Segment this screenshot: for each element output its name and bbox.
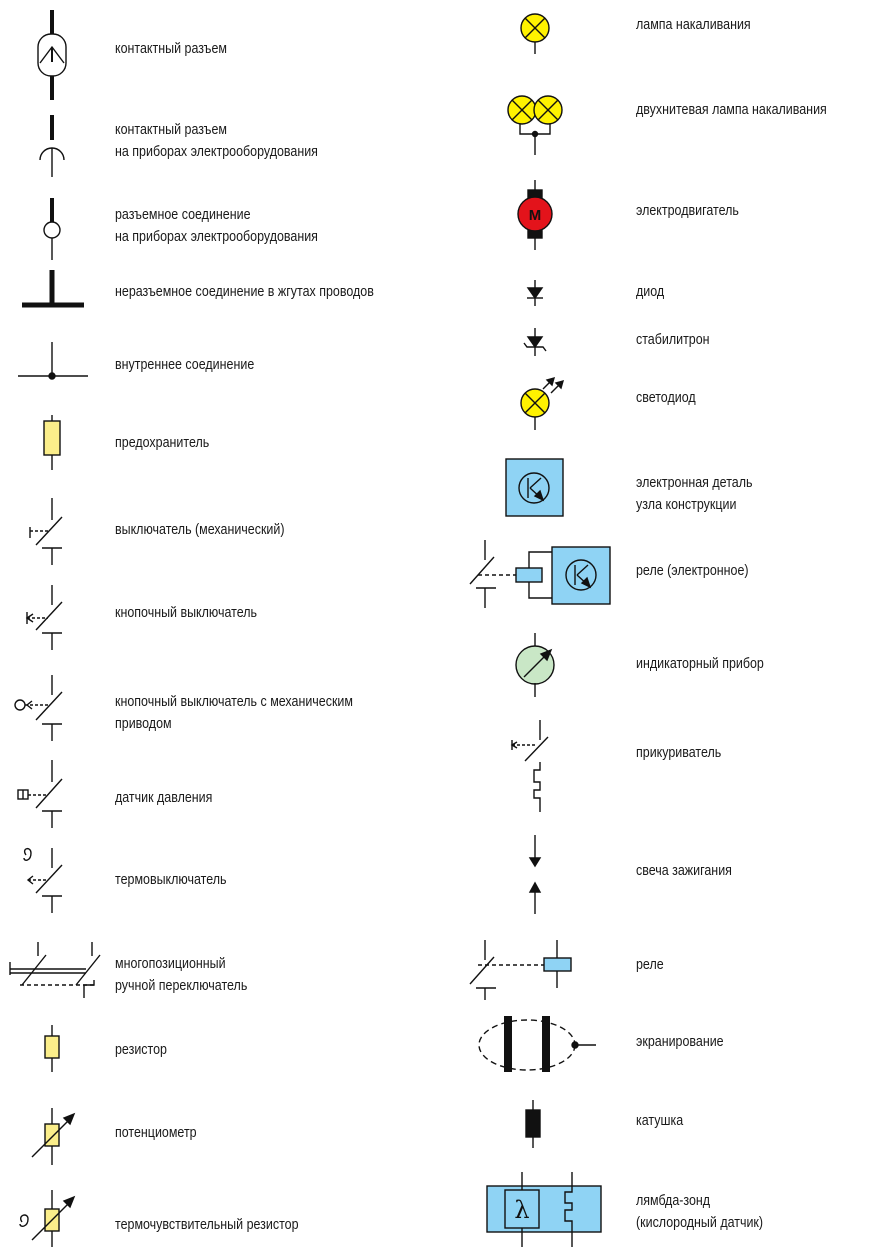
label-line: стабилитрон bbox=[636, 332, 710, 348]
label-mechanical-switch: выключатель (механический) bbox=[115, 519, 285, 541]
thermistor-symbol bbox=[19, 1190, 76, 1247]
indicator-gauge-symbol bbox=[515, 633, 555, 697]
label-line: лямбда-зонд bbox=[636, 1193, 711, 1209]
label-electronic-component: электронная деталь узла конструкции bbox=[636, 472, 752, 516]
label-line: свеча зажигания bbox=[636, 863, 732, 879]
label-line: индикаторный прибор bbox=[636, 656, 764, 672]
motor-m-label: M bbox=[529, 207, 542, 224]
label-line: контактный разъем bbox=[115, 41, 227, 57]
label-permanent-harness-connection: неразъемное соединение в жгутах проводов bbox=[115, 281, 374, 303]
electronic-component-symbol bbox=[505, 458, 564, 517]
label-line: реле bbox=[636, 957, 664, 973]
label-thermistor: термочувствительный резистор bbox=[115, 1214, 299, 1236]
dual-filament-lamp-symbol bbox=[507, 95, 563, 155]
label-electric-motor: электродвигатель bbox=[636, 200, 739, 222]
mechanical-switch-symbol bbox=[29, 498, 63, 565]
lambda-probe-symbol bbox=[486, 1172, 602, 1247]
label-zener-diode: стабилитрон bbox=[636, 329, 710, 351]
label-line: реле (электронное) bbox=[636, 563, 749, 579]
lambda-symbol-label: λ bbox=[514, 1196, 529, 1224]
label-line: лампа накаливания bbox=[636, 17, 751, 33]
label-line: узла конструкции bbox=[636, 497, 737, 513]
label-line: контактный разъем bbox=[115, 122, 227, 138]
detachable-connection-symbol bbox=[43, 198, 61, 260]
label-electronic-relay: реле (электронное) bbox=[636, 560, 749, 582]
incandescent-lamp-symbol bbox=[520, 13, 550, 54]
label-line: многопозиционный bbox=[115, 956, 226, 972]
label-internal-connection: внутреннее соединение bbox=[115, 354, 254, 376]
contact-connector-symbol bbox=[37, 10, 67, 100]
label-line: на приборах электрооборудования bbox=[115, 144, 318, 160]
mechanical-push-button-switch-symbol bbox=[14, 675, 63, 741]
label-line: на приборах электрооборудования bbox=[115, 229, 318, 245]
label-device-contact-connector: контактный разъем на приборах электрообо… bbox=[115, 119, 318, 163]
label-spark-plug: свеча зажигания bbox=[636, 860, 732, 882]
cigarette-lighter-symbol bbox=[510, 720, 549, 812]
label-line: предохранитель bbox=[115, 435, 210, 451]
potentiometer-symbol bbox=[31, 1108, 76, 1165]
led-symbol bbox=[520, 376, 565, 430]
label-line: электронная деталь bbox=[636, 475, 753, 491]
label-resistor: резистор bbox=[115, 1039, 167, 1061]
label-line: прикуриватель bbox=[636, 745, 722, 761]
label-pressure-sensor: датчик давления bbox=[115, 787, 212, 809]
label-cigarette-lighter: прикуриватель bbox=[636, 742, 721, 764]
spark-plug-symbol bbox=[528, 835, 542, 914]
zener-diode-symbol bbox=[523, 328, 547, 356]
label-push-button-switch: кнопочный выключатель bbox=[115, 602, 257, 624]
electronic-relay-symbol bbox=[469, 540, 611, 608]
multi-position-switch-symbol bbox=[9, 942, 101, 998]
permanent-harness-connection-symbol bbox=[22, 270, 84, 308]
label-line: разъемное соединение bbox=[115, 207, 251, 223]
label-relay: реле bbox=[636, 954, 664, 976]
label-indicator-gauge: индикаторный прибор bbox=[636, 653, 764, 675]
label-line: (кислородный датчик) bbox=[636, 1215, 764, 1231]
label-mechanical-push-button-switch: кнопочный выключатель с механическим при… bbox=[115, 691, 353, 735]
label-line: светодиод bbox=[636, 390, 696, 406]
label-line: электродвигатель bbox=[636, 203, 739, 219]
coil-symbol bbox=[525, 1100, 541, 1148]
label-line: ручной переключатель bbox=[115, 978, 248, 994]
label-line: неразъемное соединение в жгутах проводов bbox=[115, 284, 374, 300]
shielding-symbol bbox=[478, 1016, 596, 1072]
label-led: светодиод bbox=[636, 387, 696, 409]
label-line: термочувствительный резистор bbox=[115, 1217, 299, 1233]
label-incandescent-lamp: лампа накаливания bbox=[636, 14, 751, 36]
label-line: резистор bbox=[115, 1042, 167, 1058]
label-detachable-connection: разъемное соединение на приборах электро… bbox=[115, 204, 318, 248]
electric-motor-symbol bbox=[517, 180, 553, 250]
push-button-switch-symbol bbox=[25, 585, 63, 650]
pressure-sensor-symbol bbox=[17, 760, 63, 828]
label-line: диод bbox=[636, 284, 665, 300]
label-line: термовыключатель bbox=[115, 872, 227, 888]
label-line: экранирование bbox=[636, 1034, 724, 1050]
label-line: катушка bbox=[636, 1113, 684, 1129]
label-line: кнопочный выключатель с механическим bbox=[115, 694, 353, 710]
diode-symbol bbox=[526, 280, 544, 306]
label-potentiometer: потенциометр bbox=[115, 1122, 197, 1144]
label-line: датчик давления bbox=[115, 790, 213, 806]
label-fuse: предохранитель bbox=[115, 432, 209, 454]
internal-connection-symbol bbox=[18, 342, 88, 380]
label-lambda-probe: лямбда-зонд (кислородный датчик) bbox=[636, 1190, 763, 1234]
resistor-symbol bbox=[44, 1025, 60, 1072]
label-line: приводом bbox=[115, 716, 172, 732]
label-shielding: экранирование bbox=[636, 1031, 724, 1053]
label-line: двухнитевая лампа накаливания bbox=[636, 102, 827, 118]
label-coil: катушка bbox=[636, 1110, 683, 1132]
label-line: кнопочный выключатель bbox=[115, 605, 258, 621]
label-diode: диод bbox=[636, 281, 664, 303]
label-thermal-switch: термовыключатель bbox=[115, 869, 227, 891]
label-multi-position-switch: многопозиционный ручной переключатель bbox=[115, 953, 247, 997]
label-line: выключатель (механический) bbox=[115, 522, 285, 538]
label-line: внутреннее соединение bbox=[115, 357, 255, 373]
thermal-switch-symbol bbox=[23, 848, 63, 913]
label-dual-filament-lamp: двухнитевая лампа накаливания bbox=[636, 99, 827, 121]
label-contact-connector: контактный разъем bbox=[115, 38, 227, 60]
fuse-symbol bbox=[43, 415, 61, 470]
relay-symbol bbox=[469, 940, 572, 1000]
device-contact-connector-symbol bbox=[39, 115, 65, 177]
label-line: потенциометр bbox=[115, 1125, 197, 1141]
